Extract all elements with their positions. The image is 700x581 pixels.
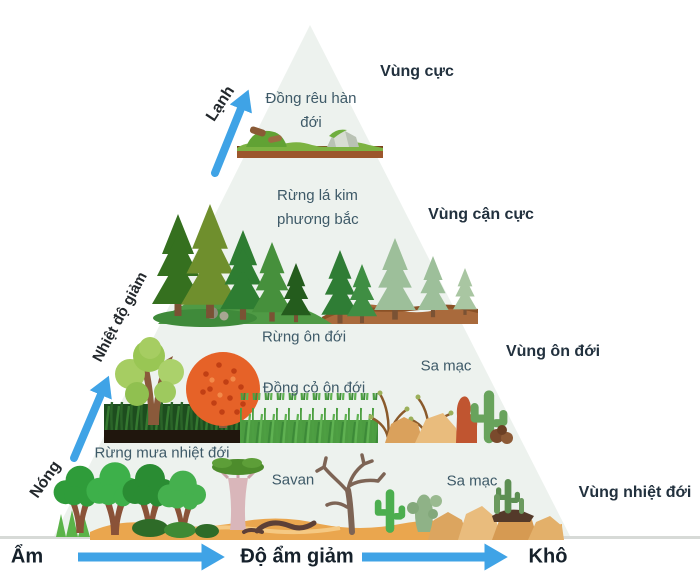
temperature-arrow-upper bbox=[211, 89, 252, 177]
conifer-art bbox=[152, 204, 478, 327]
biome-label-boreal-forest: Rừng lá kim phương bắc bbox=[277, 187, 359, 228]
biome-label-temperate-grassland: Đồng cỏ ôn đới bbox=[262, 379, 366, 397]
zone-label-subpolar: Vùng cận cực bbox=[428, 206, 534, 223]
humidity-axis-label: Độ ẩm giảm bbox=[240, 545, 354, 568]
biome-label-desert-temperate: Sa mạc bbox=[420, 357, 472, 375]
axis-arrows bbox=[70, 89, 508, 571]
zone-label-polar: Vùng cực bbox=[380, 63, 454, 80]
temperature-arrow-lower bbox=[70, 375, 112, 462]
biome-label-desert-tropical: Sa mạc bbox=[446, 472, 498, 490]
zone-label-temperate: Vùng ôn đới bbox=[505, 343, 601, 360]
zone-label-tropical: Vùng nhiệt đới bbox=[578, 484, 692, 501]
biome-label-tundra: Đồng rêu hàn đới bbox=[265, 90, 357, 131]
tropical-art bbox=[53, 453, 564, 540]
biome-label-savanna: Savan bbox=[271, 471, 315, 489]
humidity-axis-humid-label: Ẩm bbox=[10, 545, 44, 568]
humidity-axis-dry-label: Khô bbox=[528, 545, 568, 568]
biome-label-temperate-forest: Rừng ôn đới bbox=[261, 328, 347, 346]
tundra-art bbox=[237, 126, 383, 158]
temperate-art bbox=[104, 337, 513, 444]
biome-label-rainforest: Rừng mưa nhiệt đới bbox=[94, 444, 230, 462]
